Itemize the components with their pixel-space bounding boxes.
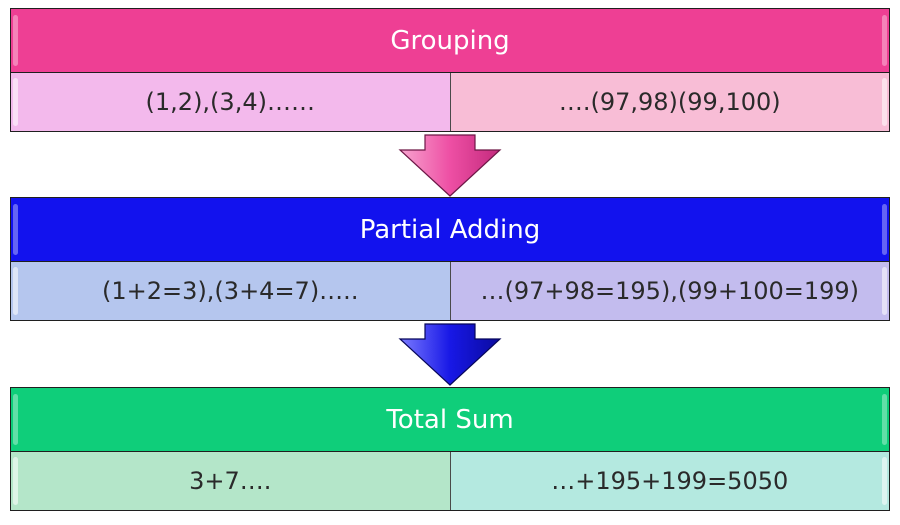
pink-down-arrow (398, 134, 502, 197)
total-sum-right-cell: …+195+199=5050 (449, 452, 889, 510)
partial-adding-row: (1+2=3),(3+4=7)….. …(97+98=195),(99+100=… (11, 262, 889, 320)
blue-down-arrow (398, 323, 502, 386)
total-sum-header: Total Sum (11, 388, 889, 452)
partial-adding-block: Partial Adding (1+2=3),(3+4=7)….. …(97+9… (10, 197, 890, 321)
partial-adding-left-text: (1+2=3),(3+4=7)….. (102, 277, 359, 305)
total-sum-left-cell: 3+7…. (11, 452, 450, 510)
total-sum-right-text: …+195+199=5050 (551, 467, 789, 495)
grouping-left-text: (1,2),(3,4)…… (145, 88, 315, 116)
grouping-row: (1,2),(3,4)…… ….(97,98)(99,100) (11, 73, 889, 131)
partial-adding-left-cell: (1+2=3),(3+4=7)….. (11, 262, 450, 320)
total-sum-title: Total Sum (386, 404, 514, 435)
total-sum-row: 3+7…. …+195+199=5050 (11, 452, 889, 510)
partial-adding-right-cell: …(97+98=195),(99+100=199) (449, 262, 889, 320)
partial-adding-header: Partial Adding (11, 198, 889, 262)
total-sum-block: Total Sum 3+7…. …+195+199=5050 (10, 387, 890, 511)
grouping-block: Grouping (1,2),(3,4)…… ….(97,98)(99,100) (10, 8, 890, 132)
grouping-left-cell: (1,2),(3,4)…… (11, 73, 450, 131)
grouping-right-text: ….(97,98)(99,100) (558, 88, 781, 116)
partial-adding-right-text: …(97+98=195),(99+100=199) (480, 277, 860, 305)
grouping-title: Grouping (390, 25, 510, 56)
total-sum-left-text: 3+7…. (189, 467, 272, 495)
grouping-right-cell: ….(97,98)(99,100) (449, 73, 889, 131)
grouping-header: Grouping (11, 9, 889, 73)
partial-adding-title: Partial Adding (359, 214, 541, 245)
